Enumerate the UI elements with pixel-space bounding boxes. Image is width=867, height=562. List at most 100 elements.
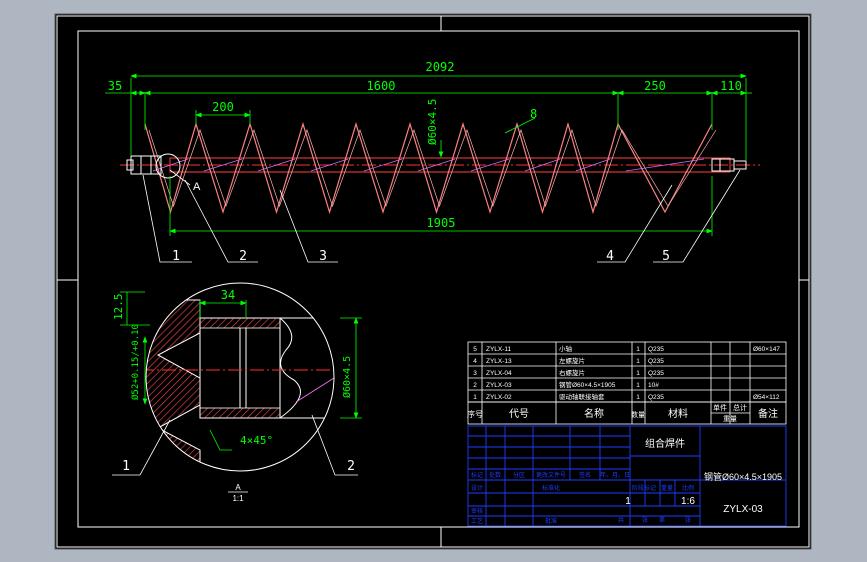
bom-cell-no: 1 — [473, 394, 477, 401]
title-label-ratio: 比例 — [682, 484, 694, 492]
detail-dim-bore: Ø52+0.15/+0.10 — [130, 324, 141, 400]
flight-inner-edge — [148, 128, 717, 208]
left-coupling-sleeve — [126, 155, 162, 175]
bom-header-weight: 重量 — [723, 415, 737, 423]
dim-pipe-diameter: Ø60×4.5 — [426, 99, 439, 145]
dimension-lines — [105, 73, 752, 236]
helical-flights — [144, 121, 717, 215]
title-label-standard: 标准化 — [542, 484, 560, 492]
balloon-1: 1 — [172, 249, 180, 264]
bom-cell-code: ZYLX-11 — [486, 346, 512, 353]
flight-hidden-segment — [257, 158, 296, 172]
dim-overall-length: 2092 — [426, 60, 455, 74]
balloon-3: 3 — [319, 249, 327, 264]
bom-cell-qty: 1 — [636, 346, 640, 353]
bom-cell-qty: 1 — [636, 358, 640, 365]
bom-header-unit: 单件 — [713, 403, 727, 412]
detail-view-scale: 1:1 — [232, 494, 244, 503]
break-line — [279, 317, 301, 419]
flight-hidden-segment — [417, 158, 456, 172]
flight-hidden-segment — [203, 158, 243, 172]
bom-header-name: 名称 — [584, 407, 604, 420]
flight-hidden-segment — [575, 158, 611, 172]
bom-header-no: 序号 — [467, 409, 483, 419]
title-block — [467, 425, 787, 527]
bom-cell-qty: 1 — [636, 370, 640, 377]
bom-cell-name: 左螺旋片 — [559, 356, 585, 365]
dim-flight-tail: 250 — [644, 79, 666, 93]
bom-header: 序号 代号 名称 数量 材料 单件 总计 重量 备注 — [467, 401, 787, 425]
bom-cell-note: Ø54×112 — [753, 394, 780, 401]
title-label-sheet-no: 第 — [659, 516, 665, 524]
title-label-count: 处数 — [489, 471, 501, 479]
dim-flight-label: 8 — [530, 107, 537, 121]
bom-cell-no: 3 — [473, 370, 477, 377]
title-block-text: 标记 处数 分区 更改文件号 签名 年、月、日 设计 标准化 阶段标记 重量 比… — [471, 437, 782, 525]
detail-balloon-leaders — [112, 414, 358, 476]
bom-header-material: 材料 — [668, 407, 688, 420]
bom-cell-code: ZYLX-04 — [486, 370, 512, 377]
pipe-wall-upper — [199, 317, 281, 329]
balloon-4: 4 — [606, 249, 614, 264]
detail-balloon-1: 1 — [122, 459, 130, 474]
flight-hidden-segment — [310, 158, 349, 172]
title-label-mark: 标记 — [471, 471, 483, 479]
section-marker-a: A — [193, 181, 201, 193]
detail-dim-pipe: Ø60×4.5 — [341, 356, 353, 398]
bom-header-total: 总计 — [733, 403, 747, 412]
title-label-stage: 阶段标记 — [632, 484, 656, 492]
bom-cell-material: Q235 — [648, 394, 664, 401]
flight-hidden-segment — [524, 158, 561, 172]
bom-header-qty: 数量 — [631, 410, 645, 419]
title-label-sheets-total: 共 — [618, 516, 624, 524]
outer-frame — [56, 15, 810, 548]
zone-marks — [57, 16, 809, 547]
pipe-wall-lower — [199, 407, 281, 419]
title-label-date: 年、月、日 — [600, 471, 630, 479]
bom-cell-code: ZYLX-13 — [486, 358, 512, 365]
bom-cell-material: Q235 — [648, 346, 664, 353]
balloon-2: 2 — [239, 249, 247, 264]
title-label-sheet: 张 — [642, 516, 648, 524]
dim-pitch: 200 — [212, 100, 234, 114]
balloon-5: 5 — [662, 249, 670, 264]
dim-left-end: 35 — [108, 79, 122, 93]
bom-cell-material: Q235 — [648, 358, 664, 365]
title-label-process: 工艺 — [471, 517, 483, 525]
title-label-sheet-2: 张 — [685, 516, 691, 524]
bom-cell-no: 4 — [473, 358, 477, 365]
bom-cell-name: 小轴 — [559, 344, 573, 353]
dim-right-end: 110 — [720, 79, 742, 93]
detail-view-label: A — [235, 483, 241, 492]
bom-cell-qty: 1 — [636, 394, 640, 401]
detail-chamfer: 4×45° — [240, 434, 273, 447]
balloon-leaders — [142, 169, 741, 263]
detail-dim-width: 34 — [221, 288, 235, 302]
title-assembly-name: 组合焊件 — [645, 437, 685, 450]
title-label-sign: 签名 — [579, 471, 591, 479]
bom-cell-note: Ø60×147 — [753, 346, 780, 353]
title-label-review: 审核 — [471, 507, 483, 515]
title-drawing-code: ZYLX-03 — [723, 504, 763, 515]
bom-cell-name: 钢管Ø60×4.5×1905 — [559, 380, 616, 389]
bom-cell-name: 右螺旋片 — [559, 368, 585, 377]
title-scale: 1:6 — [681, 496, 695, 507]
dim-flight-span: 1600 — [367, 79, 396, 93]
dim-pipe-length: 1905 — [427, 216, 456, 230]
flight-hidden-segment — [470, 158, 510, 172]
detail-balloon-2: 2 — [347, 459, 355, 474]
flight-hidden-segment — [625, 158, 705, 172]
detail-dimension-lines — [120, 291, 362, 451]
title-label-approve: 批准 — [545, 517, 557, 525]
detail-a-callout-circle — [155, 153, 181, 179]
bom-cell-material: 10# — [648, 382, 659, 389]
flight-hidden-segment — [152, 158, 189, 172]
title-sheet-qty: 1 — [625, 496, 631, 507]
right-end-shaft — [711, 158, 747, 172]
title-label-weight: 重量 — [661, 484, 673, 492]
bom-header-code: 代号 — [509, 408, 529, 420]
title-part-name: 钢管Ø60×4.5×1905 — [704, 471, 782, 482]
